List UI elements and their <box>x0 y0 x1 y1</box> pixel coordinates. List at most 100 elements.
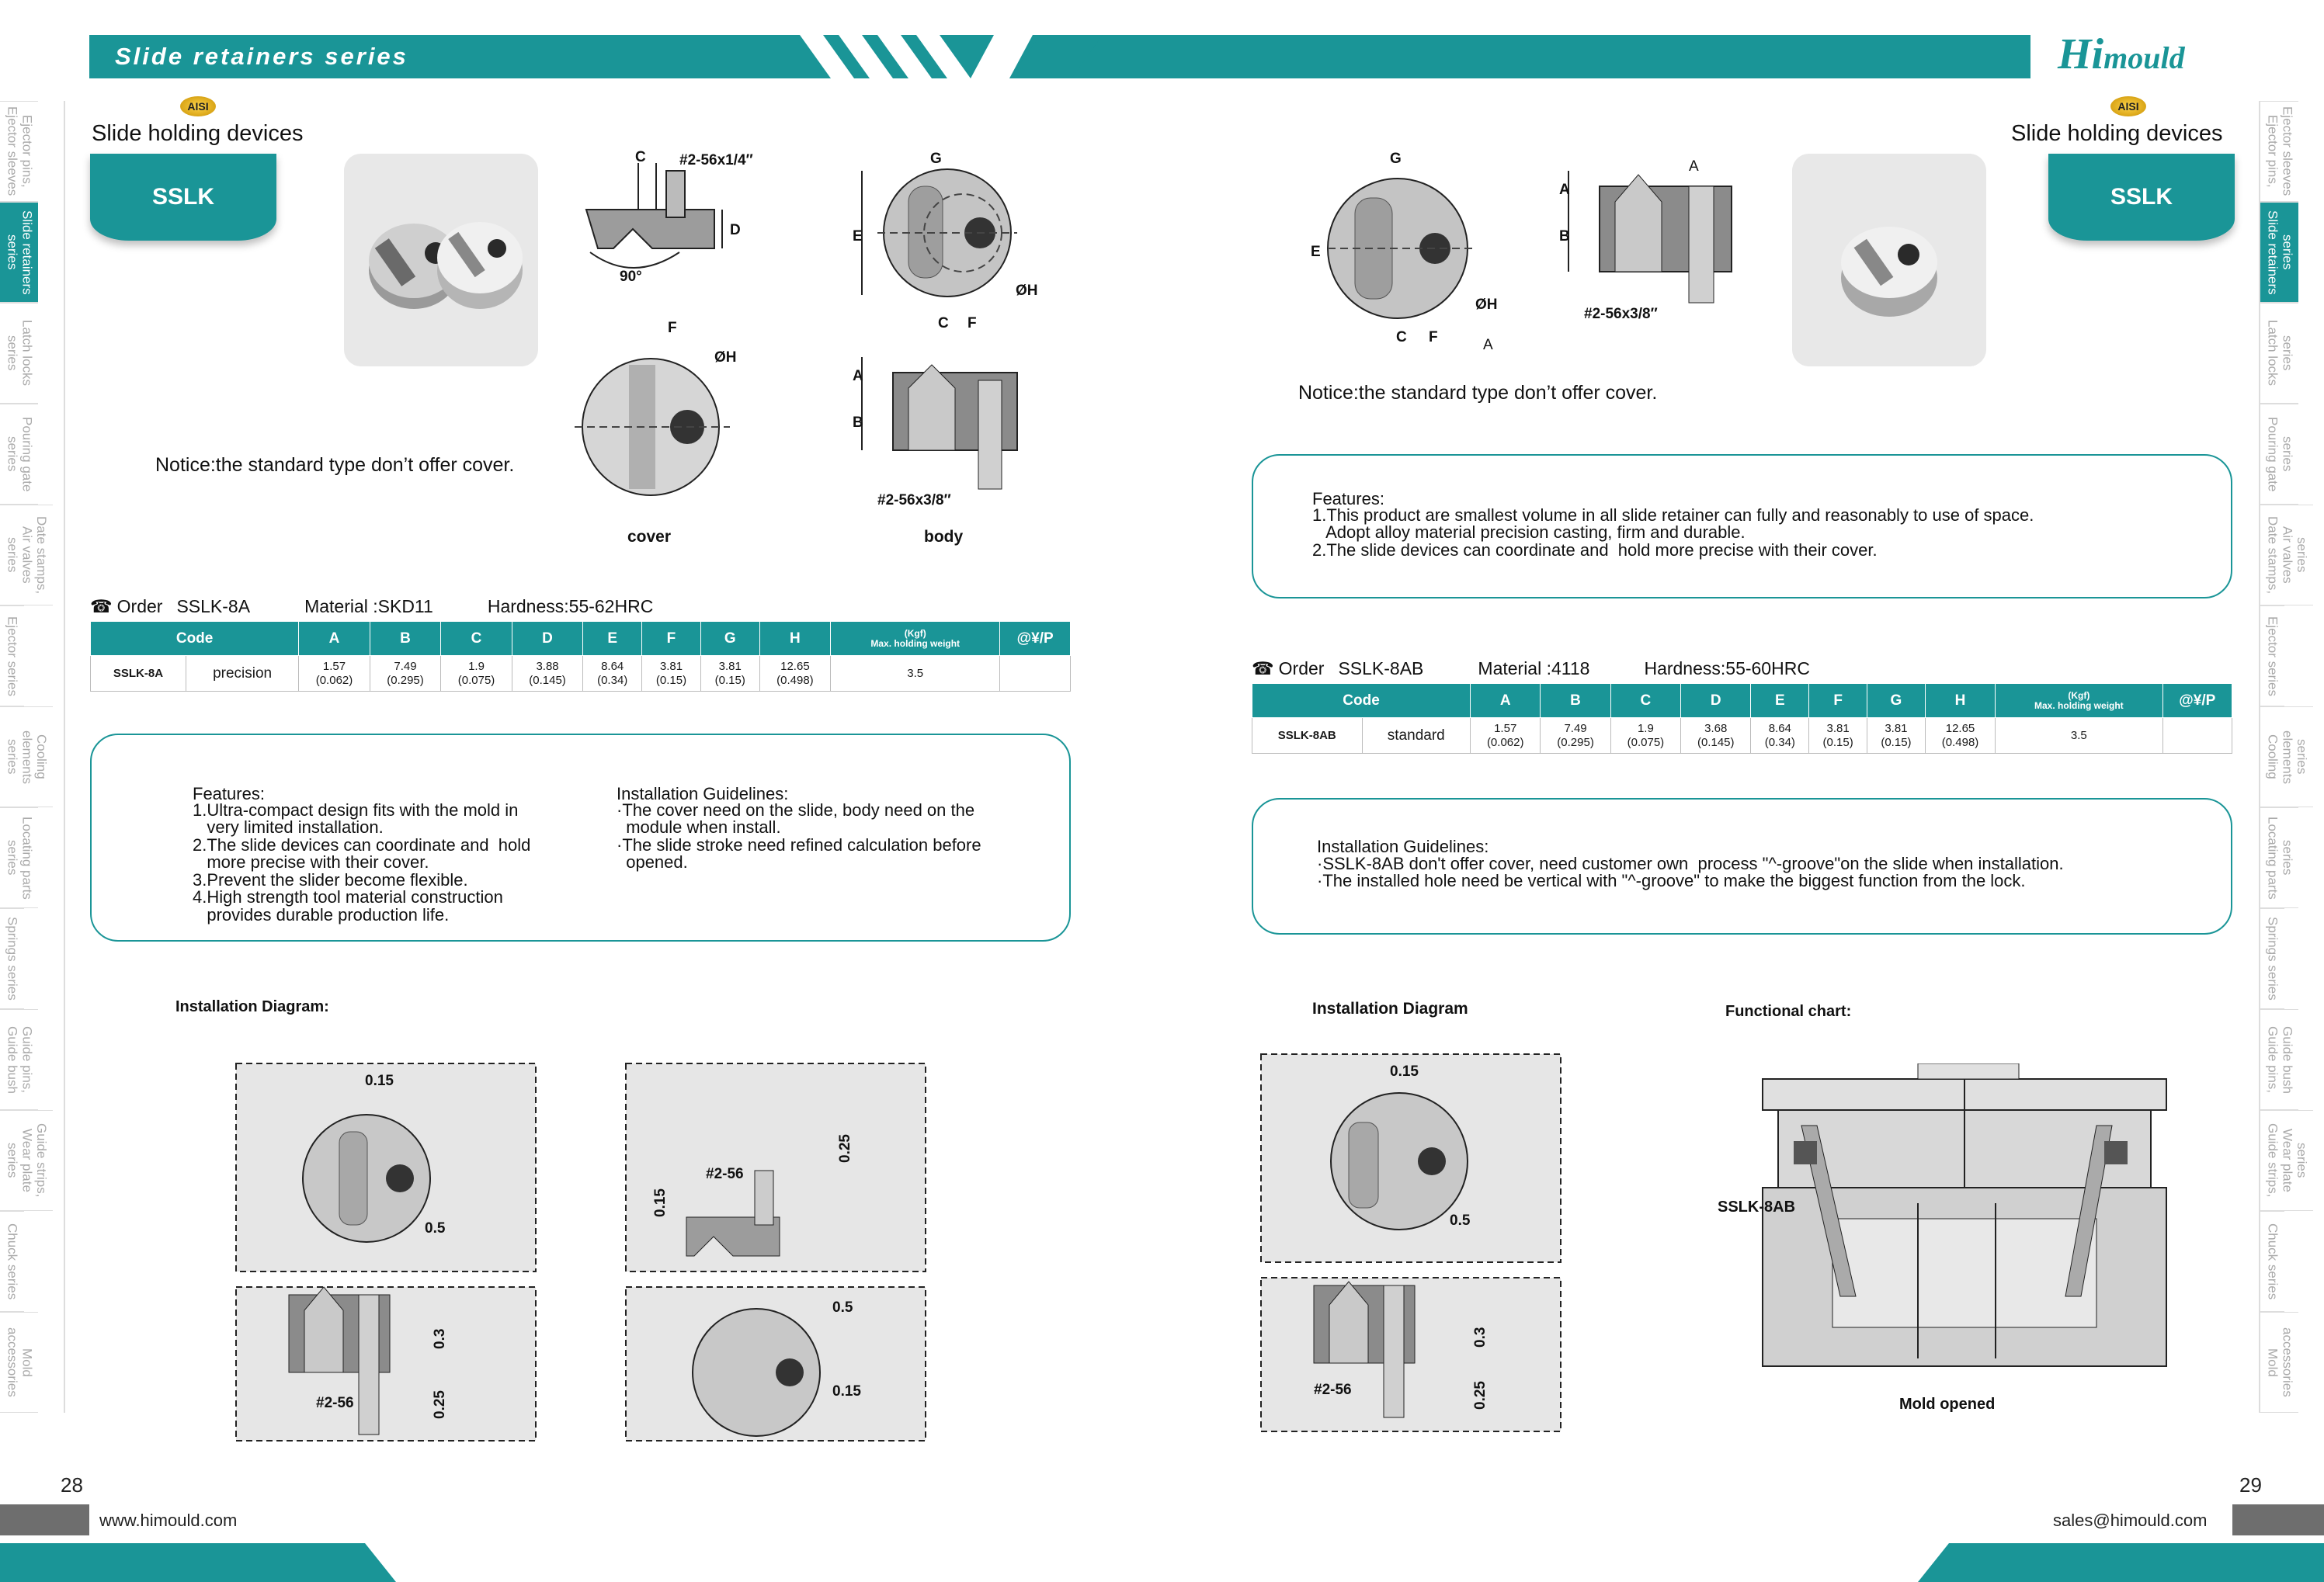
svg-text:E: E <box>853 228 863 245</box>
table-header: H <box>759 621 832 656</box>
svg-text:F: F <box>1429 329 1438 345</box>
table-cell: 3.88(0.145) <box>511 655 584 692</box>
side-tab[interactable]: Ejector series <box>0 605 24 706</box>
table-header: H <box>1924 683 1996 718</box>
svg-text:B: B <box>1559 228 1570 245</box>
side-tab[interactable]: Mold accessories <box>0 1312 39 1413</box>
caption-cover: cover <box>627 528 672 546</box>
side-tab[interactable]: Pouring gate series <box>2260 404 2299 505</box>
body-section-drawing: A B #2-56x3/8″ <box>853 357 1018 508</box>
svg-text:#2-56x3/8″: #2-56x3/8″ <box>877 492 951 508</box>
functional-chart-title: Functional chart: <box>1725 1003 1852 1020</box>
product-photo-left <box>344 154 538 366</box>
table-cell: 3.5 <box>1995 717 2163 754</box>
table-header: F <box>1808 683 1868 718</box>
side-tab[interactable]: Locating parts series <box>2260 807 2299 908</box>
svg-text:0.25: 0.25 <box>837 1134 853 1163</box>
cover-top-drawing: F ØH <box>575 320 737 496</box>
functional-chart-drawing <box>1762 1063 2167 1367</box>
svg-text:0.15: 0.15 <box>365 1073 394 1089</box>
side-tab[interactable]: Springs series <box>2260 908 2284 1009</box>
table-cell: 7.49(0.295) <box>1540 717 1611 754</box>
side-tab[interactable]: Ejector series <box>2260 605 2284 706</box>
cover-side-drawing: C #2-56x1/4″ D 90° <box>585 149 753 285</box>
table-header-weight: (Kgf)Max. holding weight <box>830 621 1001 656</box>
table-header: Code <box>1251 683 1471 718</box>
left-guide-title: Installation Guidelines: <box>617 784 789 803</box>
table-cell: 7.49(0.295) <box>369 655 442 692</box>
table-cell: standard <box>1361 717 1471 754</box>
side-tab[interactable]: Guide pins, Guide bush <box>2260 1009 2299 1110</box>
footer-grey-left <box>0 1504 89 1535</box>
aisi-badge: AISI <box>180 96 216 116</box>
svg-text:0.5: 0.5 <box>832 1299 853 1316</box>
svg-text:90°: 90° <box>620 269 642 285</box>
side-tab[interactable]: Locating parts series <box>0 807 39 908</box>
table-cell: SSLK-8AB <box>1252 717 1363 754</box>
table-cell: 3.81(0.15) <box>641 655 701 692</box>
side-tab[interactable]: Pouring gate series <box>0 404 39 505</box>
table-cell: SSLK-8A <box>90 655 186 692</box>
side-tab[interactable]: Guide strips, Wear plate series <box>0 1110 54 1211</box>
functional-chart-caption: Mold opened <box>1899 1396 1996 1413</box>
side-tab[interactable]: Chuck series <box>0 1211 24 1312</box>
left-install-diagram-a: 0.15 0.5 #2-56 0.3 0.25 <box>235 1063 537 1441</box>
right-features-box <box>1252 454 2232 598</box>
table-cell <box>999 655 1071 692</box>
svg-text:#2-56x1/4″: #2-56x1/4″ <box>679 152 753 168</box>
side-tab[interactable]: Guide pins, Guide bush <box>0 1009 39 1110</box>
side-tab[interactable]: Ejector pins, Ejector sleeves <box>2260 101 2299 202</box>
svg-text:D: D <box>730 222 741 238</box>
left-install-title: Installation Diagram: <box>175 998 329 1015</box>
table-cell: precision <box>185 655 300 692</box>
side-tab[interactable]: Chuck series <box>2260 1211 2284 1312</box>
side-tab[interactable]: Slide retainers series <box>0 202 39 303</box>
svg-text:C: C <box>1396 329 1407 345</box>
footer-url[interactable]: www.himould.com <box>99 1511 238 1530</box>
table-cell: 3.81(0.15) <box>700 655 760 692</box>
side-tab[interactable]: Guide strips, Wear plate series <box>2260 1110 2314 1211</box>
table-cell <box>2162 717 2233 754</box>
right-guide-text: ·SSLK-8AB don't offer cover, need custom… <box>1317 854 2064 891</box>
footer-email[interactable]: sales@himould.com <box>2053 1511 2208 1530</box>
table-header: A <box>298 621 370 656</box>
side-tab[interactable]: Date stamps, Air valves series <box>0 505 54 605</box>
table-cell: 8.64(0.34) <box>582 655 643 692</box>
table-cell: 3.5 <box>830 655 1001 692</box>
product-photo-right <box>1792 154 1986 366</box>
svg-text:G: G <box>930 151 942 167</box>
table-header: C <box>440 621 512 656</box>
table-cell: 1.9(0.075) <box>440 655 512 692</box>
table-header: G <box>700 621 760 656</box>
right-product-badge: SSLK <box>2048 154 2235 241</box>
side-tab[interactable]: Mold accessories <box>2260 1312 2299 1413</box>
table-header: D <box>1680 683 1752 718</box>
svg-text:#2-56: #2-56 <box>316 1395 354 1411</box>
svg-text:#2-56: #2-56 <box>706 1166 744 1182</box>
side-tab[interactable]: Slide retainers series <box>2260 202 2299 303</box>
svg-text:C: C <box>938 315 949 331</box>
svg-text:C: C <box>635 149 646 165</box>
left-features-text: 1.Ultra-compact design fits with the mol… <box>193 800 531 925</box>
svg-text:0.3: 0.3 <box>432 1329 448 1349</box>
caption-body: body <box>924 528 964 546</box>
aisi-badge-right: AISI <box>2110 96 2146 116</box>
svg-text:G: G <box>1390 151 1402 167</box>
table-cell: 1.57(0.062) <box>1470 717 1541 754</box>
table-header: F <box>641 621 701 656</box>
side-tab[interactable]: Springs series <box>0 908 24 1009</box>
right-features-title: Features: <box>1312 489 1384 508</box>
side-tab[interactable]: Latch locks series <box>0 303 39 404</box>
side-tab[interactable]: Date stamps, Air valves series <box>2260 505 2314 605</box>
side-tab[interactable]: Cooling elements series <box>0 706 54 807</box>
side-tab[interactable]: Ejector pins, Ejector sleeves <box>0 101 39 202</box>
side-tab[interactable]: Latch locks series <box>2260 303 2299 404</box>
right-install-title: Installation Diagram <box>1312 1000 1468 1018</box>
left-install-diagram-b: #2-56 0.15 0.25 0.5 0.15 <box>625 1063 926 1441</box>
svg-text:E: E <box>1311 244 1321 260</box>
side-tab[interactable]: Cooling elements series <box>2260 706 2314 807</box>
